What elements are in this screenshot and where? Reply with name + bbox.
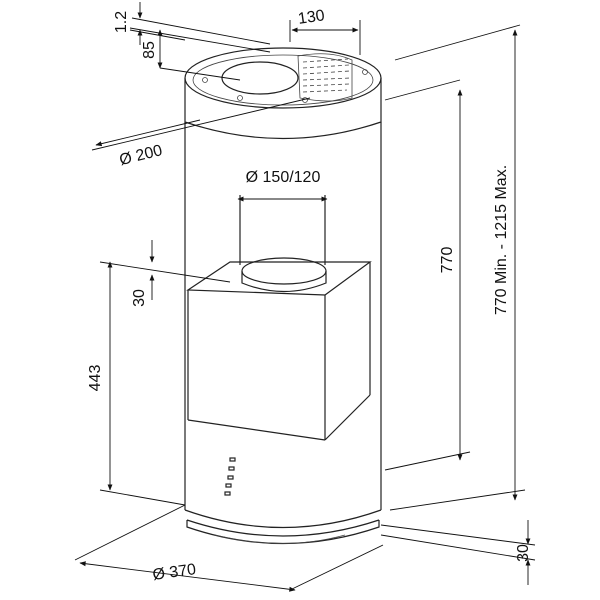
- label-base-height-30: 30: [515, 544, 532, 562]
- fixing-hole: [202, 77, 208, 83]
- label-base-diameter: Ø 370: [152, 561, 198, 584]
- control-button: [229, 457, 236, 462]
- control-button: [225, 483, 232, 488]
- hood-body: [184, 47, 382, 545]
- cylinder-bottom-curve: [184, 509, 382, 529]
- label-top-height: 85: [141, 41, 158, 59]
- label-vent-width: 130: [297, 7, 326, 28]
- dimensions: [74, 2, 536, 592]
- label-top-gap: 1.2: [113, 11, 130, 33]
- control-panel: [224, 457, 236, 496]
- label-height-443: 443: [87, 365, 104, 392]
- label-spacing-30: 30: [131, 289, 148, 307]
- label-top-diameter: Ø 200: [118, 142, 165, 169]
- bottom-rim-base: [214, 534, 346, 544]
- motor-box: [186, 257, 372, 441]
- control-button: [224, 491, 231, 496]
- vent-grille: [297, 53, 353, 102]
- label-height-770: 770: [439, 247, 456, 274]
- label-duct-diameter: Ø 150/120: [246, 169, 321, 186]
- control-button: [227, 475, 234, 480]
- control-button: [228, 466, 235, 471]
- fixing-hole: [237, 95, 243, 101]
- bottom-rim: [186, 519, 380, 545]
- top-duct-opening: [221, 61, 299, 95]
- fixing-hole: [362, 69, 368, 75]
- top-ellipse-inner: [192, 54, 374, 106]
- top-band-edge: [184, 78, 382, 140]
- label-height-total: 770 Min. - 1215 Max.: [493, 165, 510, 315]
- dimension-labels: 1.2 85 130 Ø 200 Ø 150/120 770 770 Min. …: [87, 7, 532, 584]
